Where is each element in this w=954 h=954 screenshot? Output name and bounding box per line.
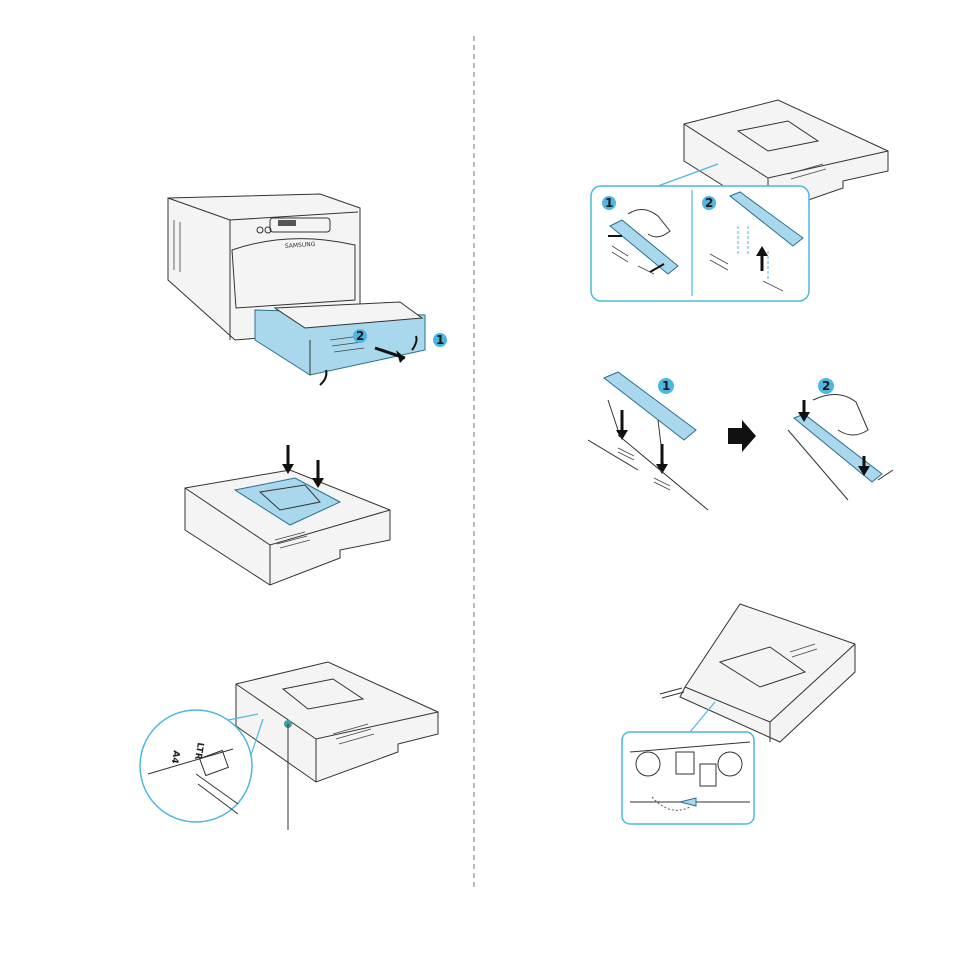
guide-insert-figure: 1 2 xyxy=(588,370,898,512)
step-1-label: 1 xyxy=(605,196,613,210)
tray-plate-press-figure xyxy=(180,440,400,590)
step-1-label: 1 xyxy=(662,379,670,393)
tray-size-label-figure: LTR A4 xyxy=(138,654,443,830)
column-divider xyxy=(472,36,476,888)
step-2-label: 2 xyxy=(356,329,364,343)
guide-removal-figure: 1 2 xyxy=(588,96,893,306)
tray-lock-figure xyxy=(620,602,860,827)
step-2-label: 2 xyxy=(822,379,830,393)
step-1-label: 1 xyxy=(436,333,444,347)
printer-tray-pull-figure: SAMSUNG 1 2 xyxy=(160,190,460,400)
step-2-label: 2 xyxy=(705,196,713,210)
